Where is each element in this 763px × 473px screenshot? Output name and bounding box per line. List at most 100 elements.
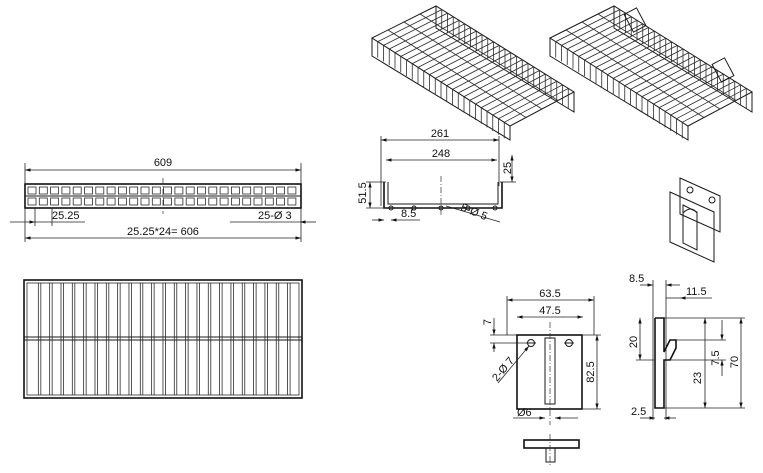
rail-slot <box>50 197 59 206</box>
basket-crosswire <box>387 29 527 118</box>
plate-label: 2.5 <box>631 406 646 418</box>
basket-crosswire <box>403 21 543 110</box>
rail-slot <box>95 186 105 195</box>
rail-slot <box>61 186 71 195</box>
bracket-top-tab <box>679 177 721 233</box>
rail-slot <box>197 186 206 195</box>
rail-slot <box>253 197 263 206</box>
bracket-isometric <box>669 177 721 263</box>
wire-section <box>492 205 498 211</box>
rail-slot <box>219 186 229 195</box>
thickness-label: 8.5 <box>629 273 644 285</box>
bracket-side-view: 8.5 11.5 20 7.5 23 70 2.5 <box>628 273 745 420</box>
top-view-grid <box>23 279 303 399</box>
bracket-width-label: 63.5 <box>539 288 560 300</box>
section-inner-profile <box>387 182 499 205</box>
bracket-hole <box>708 196 716 204</box>
rail-slot <box>129 186 139 195</box>
top-offset-label: 7 <box>482 319 494 325</box>
rail-slot <box>38 197 48 206</box>
rail-slot <box>287 197 297 206</box>
rail-slot <box>242 197 252 206</box>
gap-label: 7.5 <box>710 350 722 365</box>
wire-label: 5-Ø 5 <box>459 202 489 223</box>
rail-slot <box>50 186 59 195</box>
rail-slot <box>151 186 161 195</box>
rail-slot <box>140 197 150 206</box>
bracket-hook <box>682 208 698 214</box>
outer-width-label: 261 <box>431 128 449 140</box>
bracket-bottom-view <box>523 439 580 449</box>
section-view: 261 248 25 51.5 8.5 5-Ø 5 <box>357 128 516 223</box>
rail-slot <box>106 197 116 206</box>
pitch-total-label: 25.25*24= 606 <box>127 226 199 238</box>
hole-spacing-label: 47.5 <box>539 305 560 317</box>
hook-drop-label: 23 <box>692 372 704 384</box>
holes-leader <box>497 345 530 384</box>
basket-left-wires <box>377 9 569 139</box>
basket-right-wires <box>555 9 747 139</box>
rail-slot <box>230 186 240 195</box>
rail-slot <box>118 186 127 195</box>
basket-crosswire <box>597 13 737 101</box>
rail-slot <box>27 197 37 206</box>
rail-slot <box>197 197 206 206</box>
rail-slot <box>38 186 48 195</box>
front-view: 609 25.25 25-Ø 3 25.25*24= 606 <box>10 157 316 242</box>
holes-label: 25-Ø 3 <box>258 210 292 222</box>
rail-slot <box>61 197 71 206</box>
rail-slot <box>118 197 127 206</box>
grid-outline <box>23 279 303 399</box>
bracket-plate-outline <box>516 334 583 410</box>
bracket-plate <box>669 191 715 263</box>
basket-floor <box>548 5 754 127</box>
rail-slot <box>185 186 195 195</box>
rail-slot <box>72 197 82 206</box>
basket-crosswire <box>419 13 559 101</box>
basket-crosswire <box>581 21 721 110</box>
inner-width-label: 248 <box>432 148 450 160</box>
rail-slot <box>106 186 116 195</box>
rail-slot <box>163 197 173 206</box>
hanging-bracket <box>711 57 735 83</box>
bracket-front-view: 63.5 47.5 7 2-Ø 7 82.5 Ø6 <box>482 288 601 466</box>
lip-height-label: 25 <box>502 162 514 174</box>
rail-slot <box>84 197 93 206</box>
basket-crosswire <box>565 29 705 118</box>
rail-slots <box>27 186 297 206</box>
height-label: 51.5 <box>357 182 369 203</box>
grid-wires <box>37 283 291 395</box>
isometric-basket-right <box>548 5 754 141</box>
bracket-hole <box>686 186 694 194</box>
basket-back-wall <box>435 6 575 113</box>
rail-slot <box>276 186 286 195</box>
rail-slot <box>174 186 184 195</box>
wire-section <box>438 205 444 211</box>
rail-slot <box>230 197 240 206</box>
rail-slot <box>208 197 218 206</box>
overall-height-label: 70 <box>729 356 741 368</box>
bracket-height-label: 82.5 <box>585 361 597 382</box>
rail-slot <box>219 197 229 206</box>
rail-slot <box>253 186 263 195</box>
rail-slot <box>276 197 286 206</box>
rail-slot <box>95 197 105 206</box>
bracket-bottom-stem <box>545 447 556 463</box>
wire-section <box>465 205 471 211</box>
rail-slot <box>242 186 252 195</box>
pitch-label: 25.25 <box>52 210 80 222</box>
basket-floor <box>370 5 576 127</box>
wire-section <box>411 205 417 211</box>
wire-section <box>388 205 394 211</box>
rail-slot <box>174 197 184 206</box>
basket-back-wall <box>613 6 753 113</box>
hook-height-label: 20 <box>628 336 640 348</box>
rail-slot <box>151 197 161 206</box>
rail-slot <box>27 186 37 195</box>
overall-length-label: 609 <box>154 157 172 169</box>
bracket-side-profile <box>654 317 677 409</box>
rail-slot <box>185 197 195 206</box>
rail-slot <box>140 186 150 195</box>
rail-slot <box>84 186 93 195</box>
